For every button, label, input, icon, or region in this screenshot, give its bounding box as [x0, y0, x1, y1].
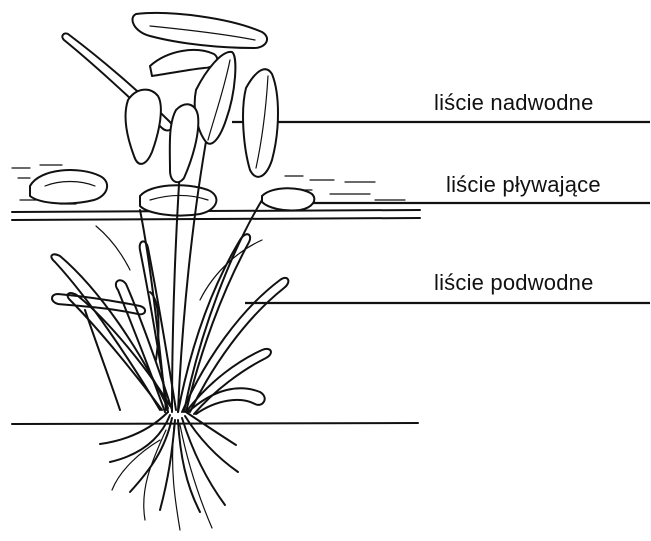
- emergent-leaves: [62, 13, 278, 182]
- label-floating-leaves: liście pływające: [446, 172, 601, 198]
- submerged-leaves: [51, 226, 288, 414]
- roots: [100, 412, 238, 530]
- label-emergent-leaves: liście nadwodne: [434, 90, 594, 116]
- label-submerged-leaves: liście podwodne: [434, 270, 594, 296]
- bottom-line: [12, 423, 418, 424]
